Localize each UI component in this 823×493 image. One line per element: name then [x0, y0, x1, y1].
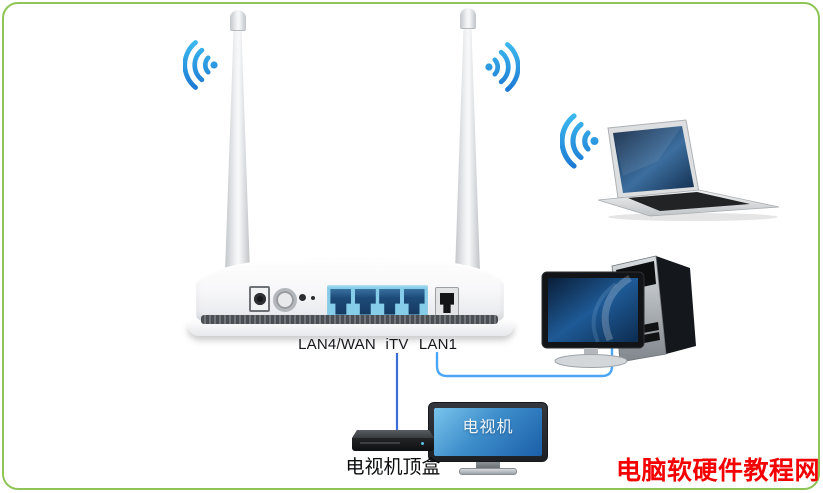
router-vent-strip	[201, 315, 498, 324]
power-jack	[249, 286, 270, 312]
tv-screen: 电视机	[434, 408, 542, 456]
wps-button	[273, 288, 297, 312]
set-top-box	[352, 430, 434, 451]
lan-port	[330, 288, 352, 315]
tv-frame: 电视机	[428, 402, 548, 462]
laptop	[598, 119, 780, 221]
desktop-computer	[541, 255, 696, 368]
wifi-signal-icon	[485, 42, 520, 92]
laptop-screen	[613, 126, 694, 193]
led-hole	[311, 296, 315, 300]
monitor-base	[554, 354, 628, 368]
lan-port	[379, 288, 401, 315]
site-watermark: 电脑软硬件教程网	[616, 457, 821, 485]
tv-stand-base	[459, 468, 517, 475]
screen-swirl	[601, 274, 632, 342]
tower-side	[656, 256, 696, 354]
router-base	[188, 322, 514, 336]
router-antenna-left	[225, 10, 250, 272]
monitor-neck	[584, 348, 598, 358]
wifi-signal-icon	[183, 40, 218, 90]
set-top-box-led	[421, 442, 424, 445]
set-top-box-slot	[360, 442, 400, 444]
power-pin	[253, 293, 266, 305]
label-itv: iTV	[385, 336, 409, 353]
label-lan1: LAN1	[418, 336, 458, 353]
laptop-shadow	[608, 213, 778, 221]
set-top-box-label: 电视机顶盒	[345, 457, 441, 478]
wifi-signal-icon	[560, 113, 599, 169]
label-lan4-wan: LAN4/WAN	[298, 336, 376, 353]
itv-port	[403, 288, 425, 315]
lan1-port	[435, 287, 459, 319]
router-antenna-right	[455, 8, 480, 272]
screen-swirl-2	[591, 282, 618, 343]
antenna-cap	[229, 10, 246, 31]
laptop-keyboard	[628, 192, 750, 211]
reset-hole	[299, 294, 306, 301]
tv-screen-label: 电视机	[462, 419, 514, 436]
set-top-box-front	[352, 438, 434, 451]
tv-stand-neck	[476, 462, 500, 468]
lan1-jack	[440, 293, 454, 313]
cable-lan1-to-pc	[435, 344, 614, 378]
lan-port	[354, 288, 376, 315]
wireless-router	[196, 255, 504, 324]
screen-glare	[613, 126, 682, 176]
monitor-screen	[548, 278, 638, 342]
set-top-box-top	[352, 430, 434, 438]
antenna-cap	[459, 8, 476, 29]
pc-monitor	[541, 271, 645, 368]
lan-port-panel	[327, 285, 428, 318]
television: 电视机	[428, 402, 548, 475]
